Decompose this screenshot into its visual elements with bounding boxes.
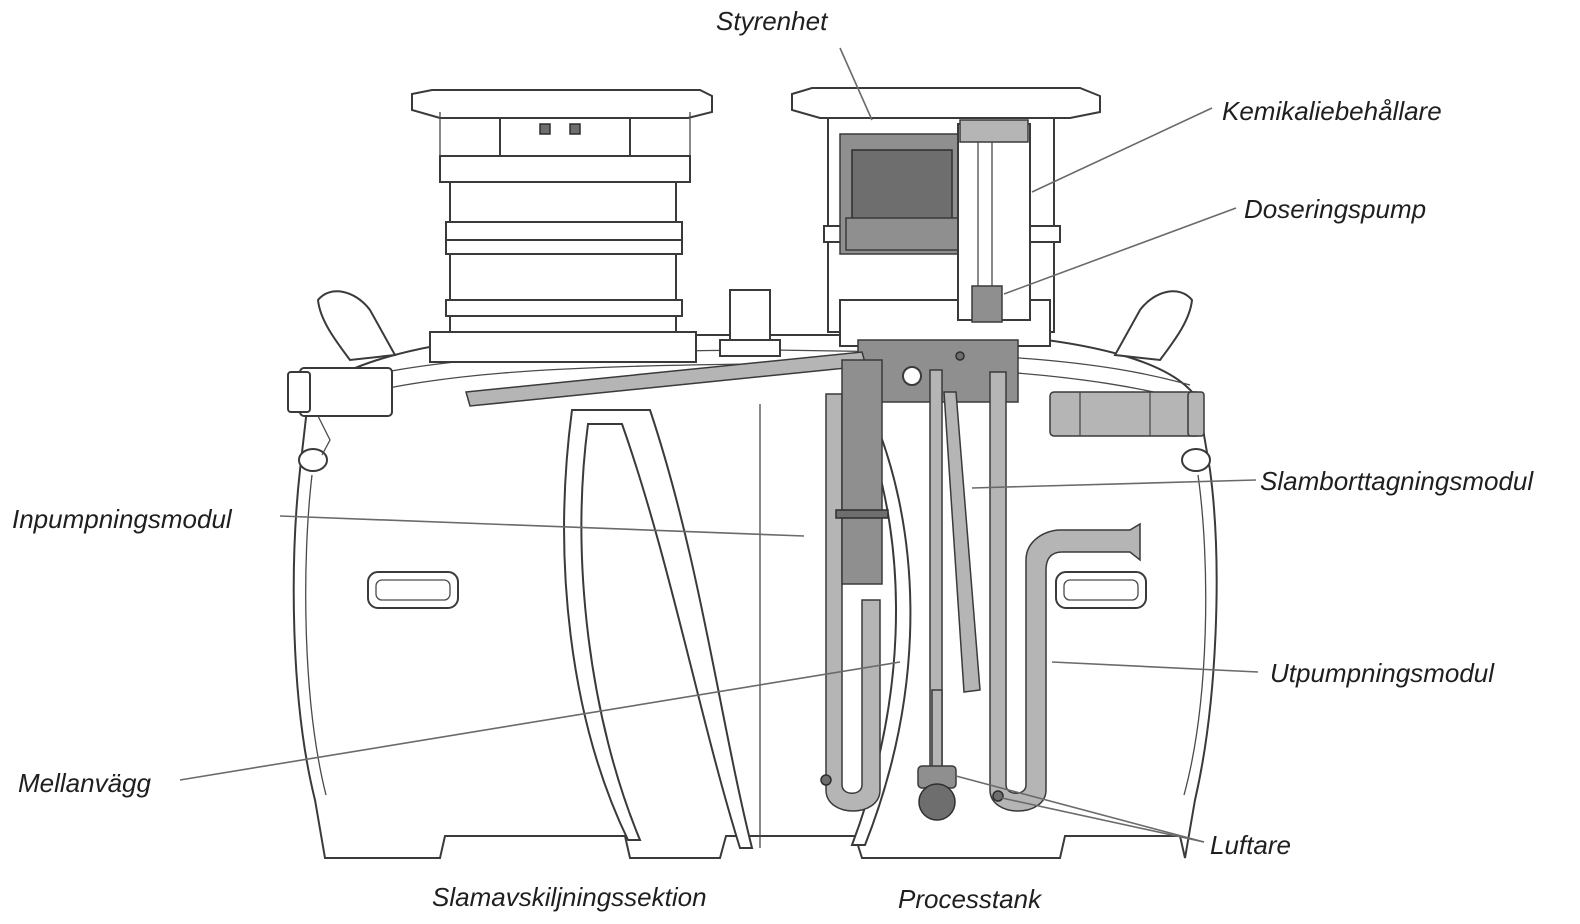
inlet-pipe-collar <box>287 371 311 413</box>
aerator-stem <box>931 689 943 775</box>
right-riser-lid <box>791 87 1101 119</box>
inlet-chain <box>317 415 331 456</box>
label-kemikaliebehallare: Kemikaliebehållare <box>1222 96 1442 126</box>
inlet-pipe <box>299 367 393 417</box>
leader-mellanvagg <box>179 661 901 781</box>
aerator-ball <box>918 783 956 821</box>
label-processtank: Processtank <box>898 884 1042 914</box>
right-grip-inner <box>1063 579 1139 601</box>
leader-kemikaliebehallare <box>1031 107 1213 193</box>
label-slamavskiljningssektion: Slamavskiljningssektion <box>432 882 707 912</box>
label-mellanvagg: Mellanvägg <box>18 768 151 798</box>
leader-luftare-1 <box>955 775 1205 843</box>
left-grip-inner <box>375 579 451 601</box>
chamber-baffle <box>563 409 754 849</box>
label-utpumpningsmodul: Utpumpningsmodul <box>1270 658 1495 688</box>
label-doseringspump: Doseringspump <box>1244 194 1427 224</box>
outlet-pipe <box>1049 391 1201 437</box>
leader-doseringspump <box>1003 207 1237 295</box>
leader-luftare-2 <box>1001 797 1205 843</box>
tank-inner-contour <box>305 474 1207 796</box>
left-riser-cap <box>499 117 631 159</box>
inpumping-module-pump <box>841 359 883 585</box>
left-grip <box>367 571 459 609</box>
dosing-pump <box>971 285 1003 323</box>
left-riser-lid <box>411 89 713 119</box>
left-riser-cap-bolt-2 <box>569 123 581 135</box>
right-grip <box>1055 571 1147 609</box>
outpumping-module-pipe <box>989 371 1141 812</box>
leader-styrenhet <box>839 47 873 121</box>
right-lift-lug <box>1113 290 1194 362</box>
leader-inpumpningsmodul <box>279 515 805 537</box>
label-slamborttagningsmodul: Slamborttagningsmodul <box>1260 466 1534 496</box>
right-lift-eye <box>1181 448 1211 472</box>
leader-slamborttagningsmodul <box>971 479 1257 489</box>
inpumping-module-pipe <box>825 393 881 812</box>
label-inpumpningsmodul: Inpumpningsmodul <box>12 504 232 534</box>
outlet-pipe-collar <box>1187 391 1205 437</box>
left-riser-cap-bolt-1 <box>539 123 551 135</box>
left-riser-base <box>429 331 697 363</box>
sludge-removal-pipe <box>943 391 981 693</box>
left-lift-lug <box>316 290 397 362</box>
left-riser-collar <box>439 155 691 183</box>
label-luftare: Luftare <box>1210 830 1291 860</box>
label-styrenhet: Styrenhet <box>716 6 828 36</box>
left-lift-eye <box>298 448 328 472</box>
leader-utpumpningsmodul <box>1051 661 1259 673</box>
